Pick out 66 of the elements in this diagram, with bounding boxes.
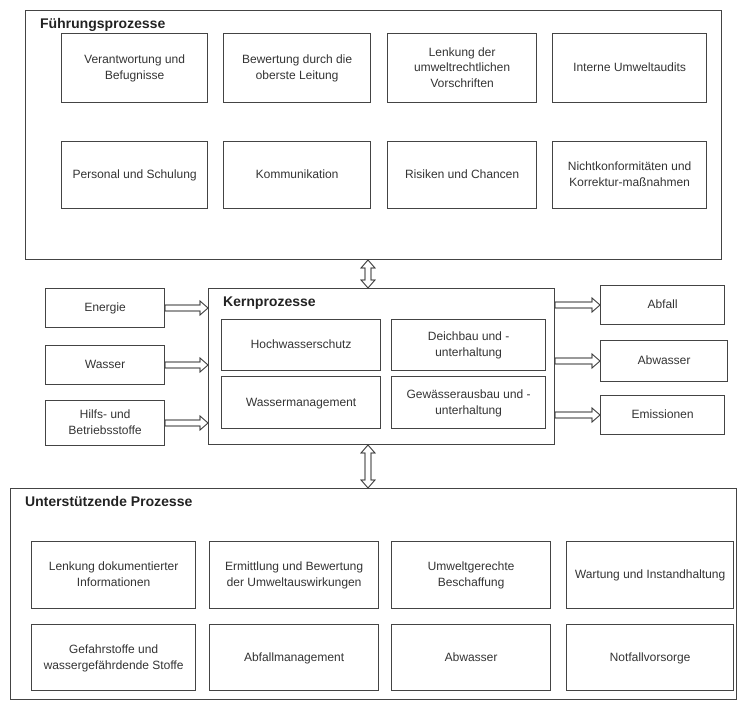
- process-box: [45, 288, 165, 328]
- process-label: Risiken und Chancen: [404, 167, 520, 183]
- process-label: Emissionen: [631, 407, 694, 423]
- hollow-arrow: [164, 300, 209, 316]
- process-box: [600, 340, 728, 382]
- process-label: Lenkung der umweltrechtlichen Vorschriften: [412, 44, 512, 92]
- process-label: Abwasser: [638, 353, 690, 369]
- process-label: Abfall: [647, 297, 678, 313]
- process-label: Wasser: [84, 357, 126, 373]
- process-label: Notfallvorsorge: [610, 650, 690, 666]
- process-label: Energie: [84, 300, 126, 316]
- process-box: [387, 141, 537, 209]
- process-box: [566, 624, 734, 691]
- process-box: [600, 285, 725, 325]
- hollow-arrow: [360, 444, 376, 489]
- process-group-box: [208, 288, 555, 445]
- process-label: Umweltgerechte Beschaffung: [426, 559, 516, 591]
- process-box: [391, 376, 546, 429]
- group-heading: Kernprozesse: [223, 293, 316, 309]
- process-label: Nichtkonformitäten und Korrektur-maßnahmen: [566, 159, 692, 191]
- process-box: [209, 541, 379, 609]
- process-box: [221, 376, 381, 429]
- process-label: Abfallmanagement: [244, 650, 344, 666]
- process-label: Verantwortung und Befugnisse: [83, 52, 186, 84]
- process-label: Interne Umweltaudits: [573, 60, 686, 76]
- process-label: Gewässerausbau und -unterhaltung: [405, 386, 532, 418]
- process-box: [600, 395, 725, 435]
- process-box: [391, 541, 551, 609]
- process-label: Kommunikation: [256, 167, 338, 183]
- process-box: [223, 141, 371, 209]
- process-box: [566, 541, 734, 609]
- process-label: Gefahrstoffe und wassergefährdende Stoffe: [42, 642, 184, 674]
- group-heading: Unterstützende Prozesse: [25, 493, 192, 509]
- process-label: Personal und Schulung: [72, 167, 197, 183]
- process-label: Abwasser: [444, 650, 498, 666]
- process-label: Ermittlung und Bewertung der Umweltauswirkungen: [224, 559, 364, 591]
- hollow-arrow: [554, 296, 601, 314]
- hollow-arrow: [164, 356, 209, 374]
- process-box: [387, 33, 537, 103]
- group-heading: Führungsprozesse: [40, 15, 166, 31]
- process-label: Hilfs- und Betriebsstoffe: [67, 407, 143, 439]
- process-label: Hochwasserschutz: [250, 337, 352, 353]
- hollow-arrow: [554, 406, 601, 424]
- hollow-arrow: [360, 259, 376, 289]
- process-group-box: [25, 10, 722, 260]
- process-box: [45, 345, 165, 385]
- process-label: Deichbau und -unterhaltung: [426, 329, 510, 361]
- hollow-arrow: [554, 352, 601, 370]
- process-box: [61, 33, 208, 103]
- process-label: Wartung und Instandhaltung: [574, 567, 726, 583]
- process-label: Wassermanagement: [246, 394, 356, 410]
- process-box: [223, 33, 371, 103]
- process-box: [221, 319, 381, 371]
- process-box: [552, 33, 707, 103]
- process-label: Bewertung durch die oberste Leitung: [240, 52, 354, 84]
- process-label: Lenkung dokumentierter Informationen: [48, 559, 180, 591]
- process-box: [31, 624, 196, 691]
- process-box: [45, 400, 165, 446]
- process-box: [61, 141, 208, 209]
- process-box: [391, 624, 551, 691]
- process-box: [209, 624, 379, 691]
- process-box: [391, 319, 546, 371]
- process-group-box: [10, 488, 737, 700]
- hollow-arrow: [164, 414, 209, 432]
- process-box: [552, 141, 707, 209]
- process-box: [31, 541, 196, 609]
